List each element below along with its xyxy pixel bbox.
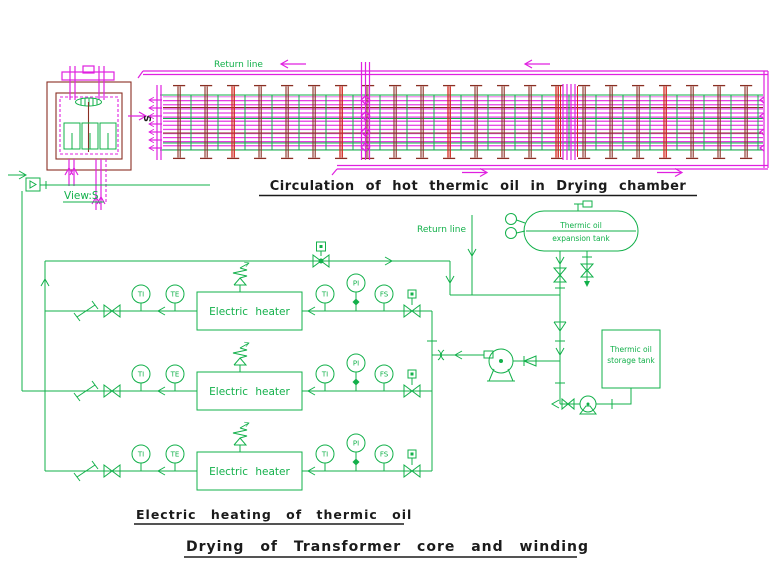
tag-ti2: TI	[321, 371, 328, 379]
chamber-inner-frame	[55, 92, 123, 160]
instrument-bubble	[131, 364, 151, 384]
return-drop: Return line	[417, 215, 560, 296]
instrument-bubble	[131, 444, 151, 464]
strainer-icon	[553, 321, 567, 332]
section-marker-s: S	[143, 115, 154, 122]
transfer-valve-icon	[561, 397, 575, 411]
instrument-bubble	[165, 444, 185, 464]
level-instrument-icon	[505, 227, 517, 239]
expansion-tank-label-2: expansion tank	[552, 234, 610, 243]
isolation-valve-icon	[552, 267, 568, 283]
supply-line-bottom	[331, 164, 768, 178]
gate-valve-icon	[103, 384, 121, 398]
tag-te: TE	[170, 451, 180, 459]
instrument-bubble	[374, 364, 394, 384]
storage-tank-label-1: Thermic oil	[609, 345, 652, 354]
discharge-check-icon	[437, 349, 445, 361]
heater-row-3: TI TE Electric heater TI PI FS	[45, 420, 432, 491]
outlet-end-right	[759, 71, 769, 168]
view-s-section: View:S	[8, 65, 210, 210]
expansion-tank-label-1: Thermic oil	[559, 221, 602, 230]
instrument-bubble	[346, 273, 366, 293]
heating-title: Electric heating of thermic oil	[136, 507, 412, 522]
instrument-bubble	[165, 364, 185, 384]
circulation-pump	[432, 348, 560, 382]
instrument-bubble	[315, 364, 335, 384]
flow-control-valve-icon	[403, 289, 421, 318]
divider-b	[560, 84, 578, 160]
circulation-title: Circulation of hot thermic oil in Drying…	[270, 179, 687, 194]
instrument-bubble	[165, 284, 185, 304]
check-valve-icon	[522, 355, 537, 367]
tag-ti: TI	[137, 291, 144, 299]
flex-joint-icon	[73, 300, 99, 322]
bypass-control-valve-icon	[312, 254, 330, 268]
tag-fs: FS	[380, 371, 389, 379]
return-line-label-lower: Return line	[417, 225, 466, 235]
tag-pi: PI	[353, 280, 359, 288]
electric-heater-label: Electric heater	[209, 466, 290, 478]
flow-control-valve-icon	[403, 449, 421, 478]
tag-ti2: TI	[321, 291, 328, 299]
tag-ti: TI	[137, 451, 144, 459]
chamber-outer-frame	[46, 81, 132, 171]
relief-valve-icon	[232, 260, 251, 292]
divider-a	[360, 62, 371, 160]
chamber-insulation-lining	[59, 96, 119, 155]
tag-pi: PI	[353, 360, 359, 368]
relief-valve-icon	[232, 420, 251, 452]
electric-heater-label: Electric heater	[209, 306, 290, 318]
top-duct	[61, 65, 115, 100]
gate-valve-icon	[103, 304, 121, 318]
transfer-pump	[551, 395, 597, 415]
storage-tank-label-2: storage tank	[607, 356, 655, 365]
instrument-bubble	[346, 433, 366, 453]
level-instrument-icon	[505, 213, 517, 225]
section-marker: S	[128, 111, 154, 122]
tag-te: TE	[170, 291, 180, 299]
tag-fs: FS	[380, 451, 389, 459]
storage-tank: Thermic oil storage tank	[596, 329, 661, 409]
pipe-bank	[160, 84, 763, 160]
supply-sight-glass	[8, 170, 210, 192]
transformer-cores	[63, 122, 117, 150]
instrument-bubble	[346, 353, 366, 373]
red-columns	[166, 84, 763, 160]
flow-indicator-icon	[29, 180, 37, 189]
drying-title: Drying of Transformer core and winding	[186, 539, 589, 555]
heater-row-1: TI TE Electric heater TI PI FS	[45, 260, 432, 331]
tag-ti2: TI	[321, 451, 328, 459]
flex-joint-icon	[73, 460, 99, 482]
tag-te: TE	[170, 371, 180, 379]
instrument-bubble	[374, 444, 394, 464]
expansion-drain-leg	[579, 251, 595, 287]
heater-row-2: TI TE Electric heater TI PI FS	[45, 340, 432, 411]
return-line-top	[137, 59, 768, 79]
thermic-oil-circuit: Return line Thermic oil expansion tank	[21, 191, 661, 491]
bypass-line	[45, 241, 455, 295]
flow-control-valve-icon	[403, 369, 421, 398]
instrument-bubble	[131, 284, 151, 304]
gate-valve-icon	[103, 464, 121, 478]
inlet-header-left	[148, 85, 162, 160]
return-line-label-top: Return line	[214, 60, 263, 70]
electric-heater-label: Electric heater	[209, 386, 290, 398]
expansion-tank: Thermic oil expansion tank	[505, 200, 639, 287]
relief-valve-icon	[232, 340, 251, 372]
flex-joint-icon	[73, 380, 99, 402]
tag-fs: FS	[380, 291, 389, 299]
left-manifold	[21, 191, 50, 471]
instrument-bubble	[374, 284, 394, 304]
tag-pi: PI	[353, 440, 359, 448]
vent-icon	[582, 200, 593, 208]
instrument-bubble	[315, 284, 335, 304]
view-s-label: View:S	[64, 190, 99, 202]
suction-riser	[552, 251, 568, 404]
instrument-bubble	[315, 444, 335, 464]
drying-chamber-plan: Return line S	[128, 59, 769, 178]
tag-ti: TI	[137, 371, 144, 379]
